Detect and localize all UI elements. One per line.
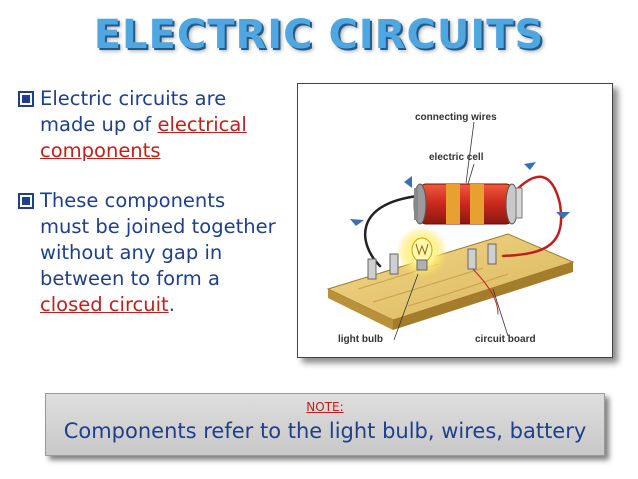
bullet-text-end: . — [168, 293, 175, 316]
label-light-bulb: light bulb — [338, 334, 383, 345]
checkbox-bullet-icon — [18, 91, 34, 107]
bullet-highlight: electrical components — [40, 113, 247, 162]
circuit-illustration — [326, 121, 575, 341]
note-title: NOTE: — [306, 400, 344, 414]
light-bulb — [396, 226, 448, 278]
electric-cell — [413, 183, 523, 225]
bullet-item: These components must be joined together… — [18, 188, 280, 318]
checkbox-bullet-icon — [18, 193, 34, 209]
bullet-text: These components must be joined together… — [40, 189, 276, 290]
slide-title: ELECTRIC CIRCUITS — [93, 12, 545, 58]
bullet-list: Electric circuits are made up of electri… — [18, 86, 280, 318]
bullet-item: Electric circuits are made up of electri… — [18, 86, 280, 164]
label-electric-cell: electric cell — [429, 152, 484, 163]
label-connecting-wires: connecting wires — [415, 112, 497, 123]
bullet-text: Electric circuits are made up of — [40, 87, 227, 136]
label-circuit-board: circuit board — [475, 334, 536, 345]
note-box: NOTE: Components refer to the light bulb… — [45, 393, 605, 456]
terminal-clips — [367, 243, 497, 280]
bullet-highlight: closed circuit — [40, 293, 169, 316]
current-arrows — [350, 162, 570, 226]
label-leader-lines — [393, 121, 509, 341]
circuit-diagram: connecting wires electric cell light bul… — [297, 83, 613, 358]
circuit-board — [326, 233, 575, 330]
note-text: Components refer to the light bulb, wire… — [63, 419, 587, 443]
